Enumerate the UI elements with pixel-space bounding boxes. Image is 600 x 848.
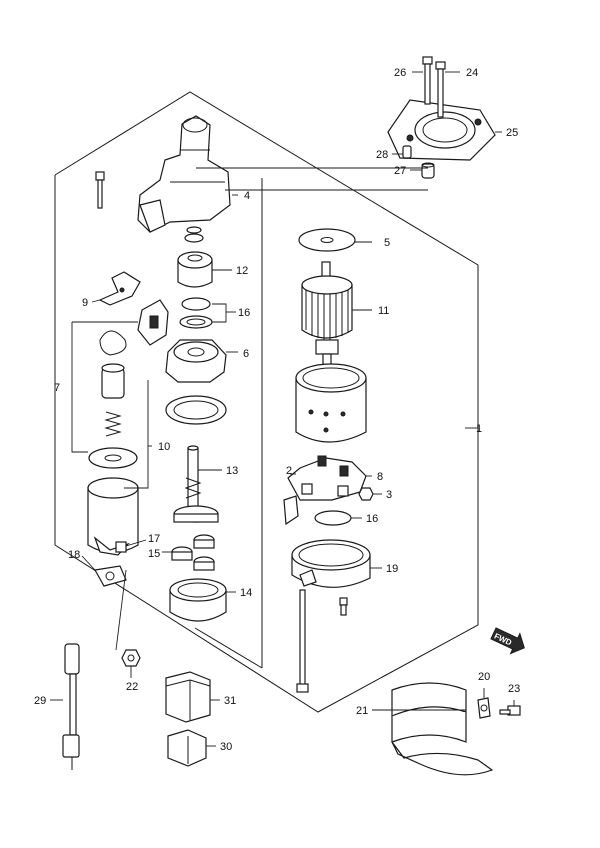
direction-badge: FWD: [490, 627, 525, 655]
callout-29: 29: [34, 695, 46, 707]
part-plunger: [101, 363, 125, 399]
assembly-frame: [54, 91, 479, 713]
part-solenoid-body: [87, 477, 139, 556]
callout-19: 19: [386, 563, 398, 575]
callout-21: 21: [356, 705, 368, 717]
part-through-bolt: [296, 589, 309, 693]
callout-4: 4: [244, 190, 250, 202]
part-drive-shaft: [173, 445, 219, 523]
part-clamp: [94, 565, 127, 587]
part-relay-small: [167, 729, 207, 767]
part-internal-gear: [169, 578, 227, 622]
part-washer: [298, 228, 356, 252]
callout-17: 17: [148, 533, 160, 545]
part-pinion-gear: [177, 226, 213, 288]
part-bolt-26: [422, 56, 433, 105]
direction-badge-label: FWD: [493, 632, 514, 648]
callout-16-right: 16: [366, 513, 378, 525]
callout-24: 24: [466, 67, 478, 79]
part-brush-holder: [99, 299, 169, 356]
part-solenoid-housing: [137, 115, 231, 233]
part-plunger-spring: [104, 411, 122, 437]
callout-labels: 1 2 3 4 5 6 7 8 9 10 11 12 13 14 15 16 1…: [34, 67, 520, 753]
part-armature: [301, 261, 353, 371]
part-relay-large: [165, 671, 211, 723]
part-spring-washer-16: [314, 510, 352, 526]
part-clip-20: [477, 697, 491, 719]
callout-20: 20: [478, 671, 490, 683]
callout-7: 7: [54, 382, 60, 394]
callout-10: 10: [158, 441, 170, 453]
part-brush-lead: [283, 495, 299, 526]
callout-27: 27: [394, 165, 406, 177]
callout-26: 26: [394, 67, 406, 79]
part-cable: [62, 643, 80, 770]
callout-11: 11: [378, 305, 389, 317]
part-screw-top: [95, 171, 105, 209]
callout-23: 23: [508, 683, 520, 695]
part-field-yoke: [295, 363, 367, 443]
callout-13: 13: [226, 465, 238, 477]
callout-3: 3: [386, 489, 392, 501]
callout-31: 31: [224, 695, 236, 707]
callout-15: 15: [148, 548, 160, 560]
part-planetary-gears: [171, 534, 215, 571]
callout-14: 14: [240, 587, 252, 599]
callout-18: 18: [68, 549, 80, 561]
callout-5: 5: [384, 237, 390, 249]
callout-12: 12: [236, 265, 248, 277]
callout-16-left: 16: [238, 307, 250, 319]
callout-1: 1: [476, 423, 482, 435]
part-shift-lever: [98, 271, 141, 306]
part-brush-plate: [287, 455, 367, 501]
callout-22: 22: [126, 681, 138, 693]
callout-9: 9: [82, 297, 88, 309]
part-bushing-28: [402, 145, 412, 159]
part-small-nut-3: [358, 487, 374, 501]
part-stop-ring: [179, 297, 213, 329]
part-bolt-23: [499, 705, 521, 716]
part-collar-27: [421, 162, 435, 179]
part-gasket: [165, 395, 227, 425]
part-bolt-24: [435, 61, 446, 118]
part-mounting-bracket: [387, 99, 496, 161]
part-nut: [121, 649, 141, 667]
callout-30: 30: [220, 741, 232, 753]
leader-lines: [50, 71, 515, 747]
part-contact-plate: [88, 447, 138, 469]
callout-25: 25: [506, 127, 518, 139]
callout-2: 2: [286, 465, 292, 477]
part-strap-bracket: [391, 682, 494, 776]
part-drive-end-cover: [165, 339, 227, 383]
part-rear-cover: [291, 539, 371, 588]
part-small-screw: [339, 597, 348, 616]
callout-6: 6: [243, 348, 249, 360]
part-terminal-nut: [115, 541, 127, 553]
callout-28: 28: [376, 149, 388, 161]
callout-8: 8: [377, 471, 383, 483]
